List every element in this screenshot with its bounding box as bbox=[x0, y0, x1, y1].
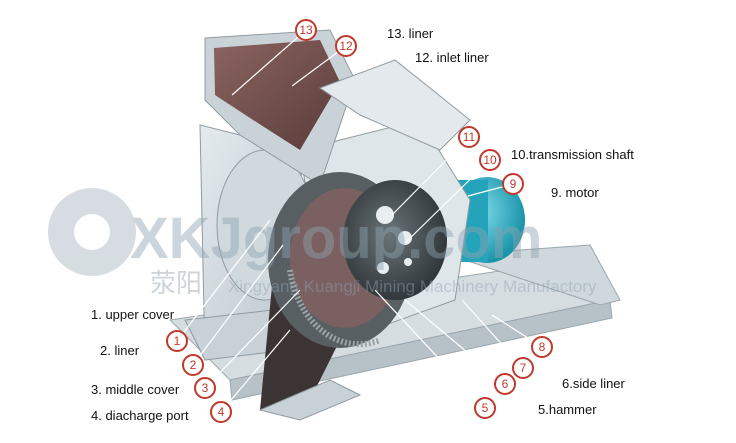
label-1-upper-cover: 1. upper cover bbox=[91, 307, 174, 322]
label-6-side-liner: 6.side liner bbox=[562, 376, 625, 391]
callout-2: 2 bbox=[183, 355, 203, 375]
callout-7: 7 bbox=[513, 358, 533, 378]
svg-text:10: 10 bbox=[483, 153, 497, 167]
callout-3: 3 bbox=[195, 378, 215, 398]
watermark-chinese: 荥阳 bbox=[150, 268, 202, 298]
callout-6: 6 bbox=[495, 374, 515, 394]
callout-5: 5 bbox=[475, 398, 495, 418]
label-13-liner: 13. liner bbox=[387, 26, 433, 41]
label-2-liner: 2. liner bbox=[100, 343, 139, 358]
callout-11: 11 bbox=[459, 127, 479, 147]
callout-9: 9 bbox=[503, 174, 523, 194]
watermark-company: Xingyang Kuangji Mining Machinery Manufa… bbox=[228, 277, 597, 296]
callout-10: 10 bbox=[480, 150, 500, 170]
svg-text:9: 9 bbox=[510, 177, 517, 191]
svg-text:2: 2 bbox=[190, 358, 197, 372]
svg-text:1: 1 bbox=[174, 334, 181, 348]
label-5-hammer: 5.hammer bbox=[538, 402, 597, 417]
callout-1: 1 bbox=[167, 331, 187, 351]
svg-text:11: 11 bbox=[463, 130, 476, 144]
svg-text:7: 7 bbox=[520, 361, 527, 375]
label-9-motor: 9. motor bbox=[551, 185, 599, 200]
svg-text:5: 5 bbox=[482, 401, 489, 415]
svg-text:13: 13 bbox=[299, 23, 313, 37]
label-10-transmission-shaft: 10.transmission shaft bbox=[511, 147, 634, 162]
callout-13: 13 bbox=[296, 20, 316, 40]
label-4-discharge-port: 4. diacharge port bbox=[91, 408, 189, 423]
callout-12: 12 bbox=[336, 36, 356, 56]
svg-text:3: 3 bbox=[202, 381, 209, 395]
svg-text:12: 12 bbox=[339, 39, 353, 53]
svg-text:4: 4 bbox=[218, 405, 225, 419]
watermark-domain: XKJgroup.com bbox=[130, 206, 543, 271]
svg-text:8: 8 bbox=[539, 340, 546, 354]
label-3-middle-cover: 3. middle cover bbox=[91, 382, 179, 397]
callout-4: 4 bbox=[211, 402, 231, 422]
svg-text:6: 6 bbox=[502, 377, 509, 391]
label-12-inlet-liner: 12. inlet liner bbox=[415, 50, 489, 65]
callout-8: 8 bbox=[532, 337, 552, 357]
